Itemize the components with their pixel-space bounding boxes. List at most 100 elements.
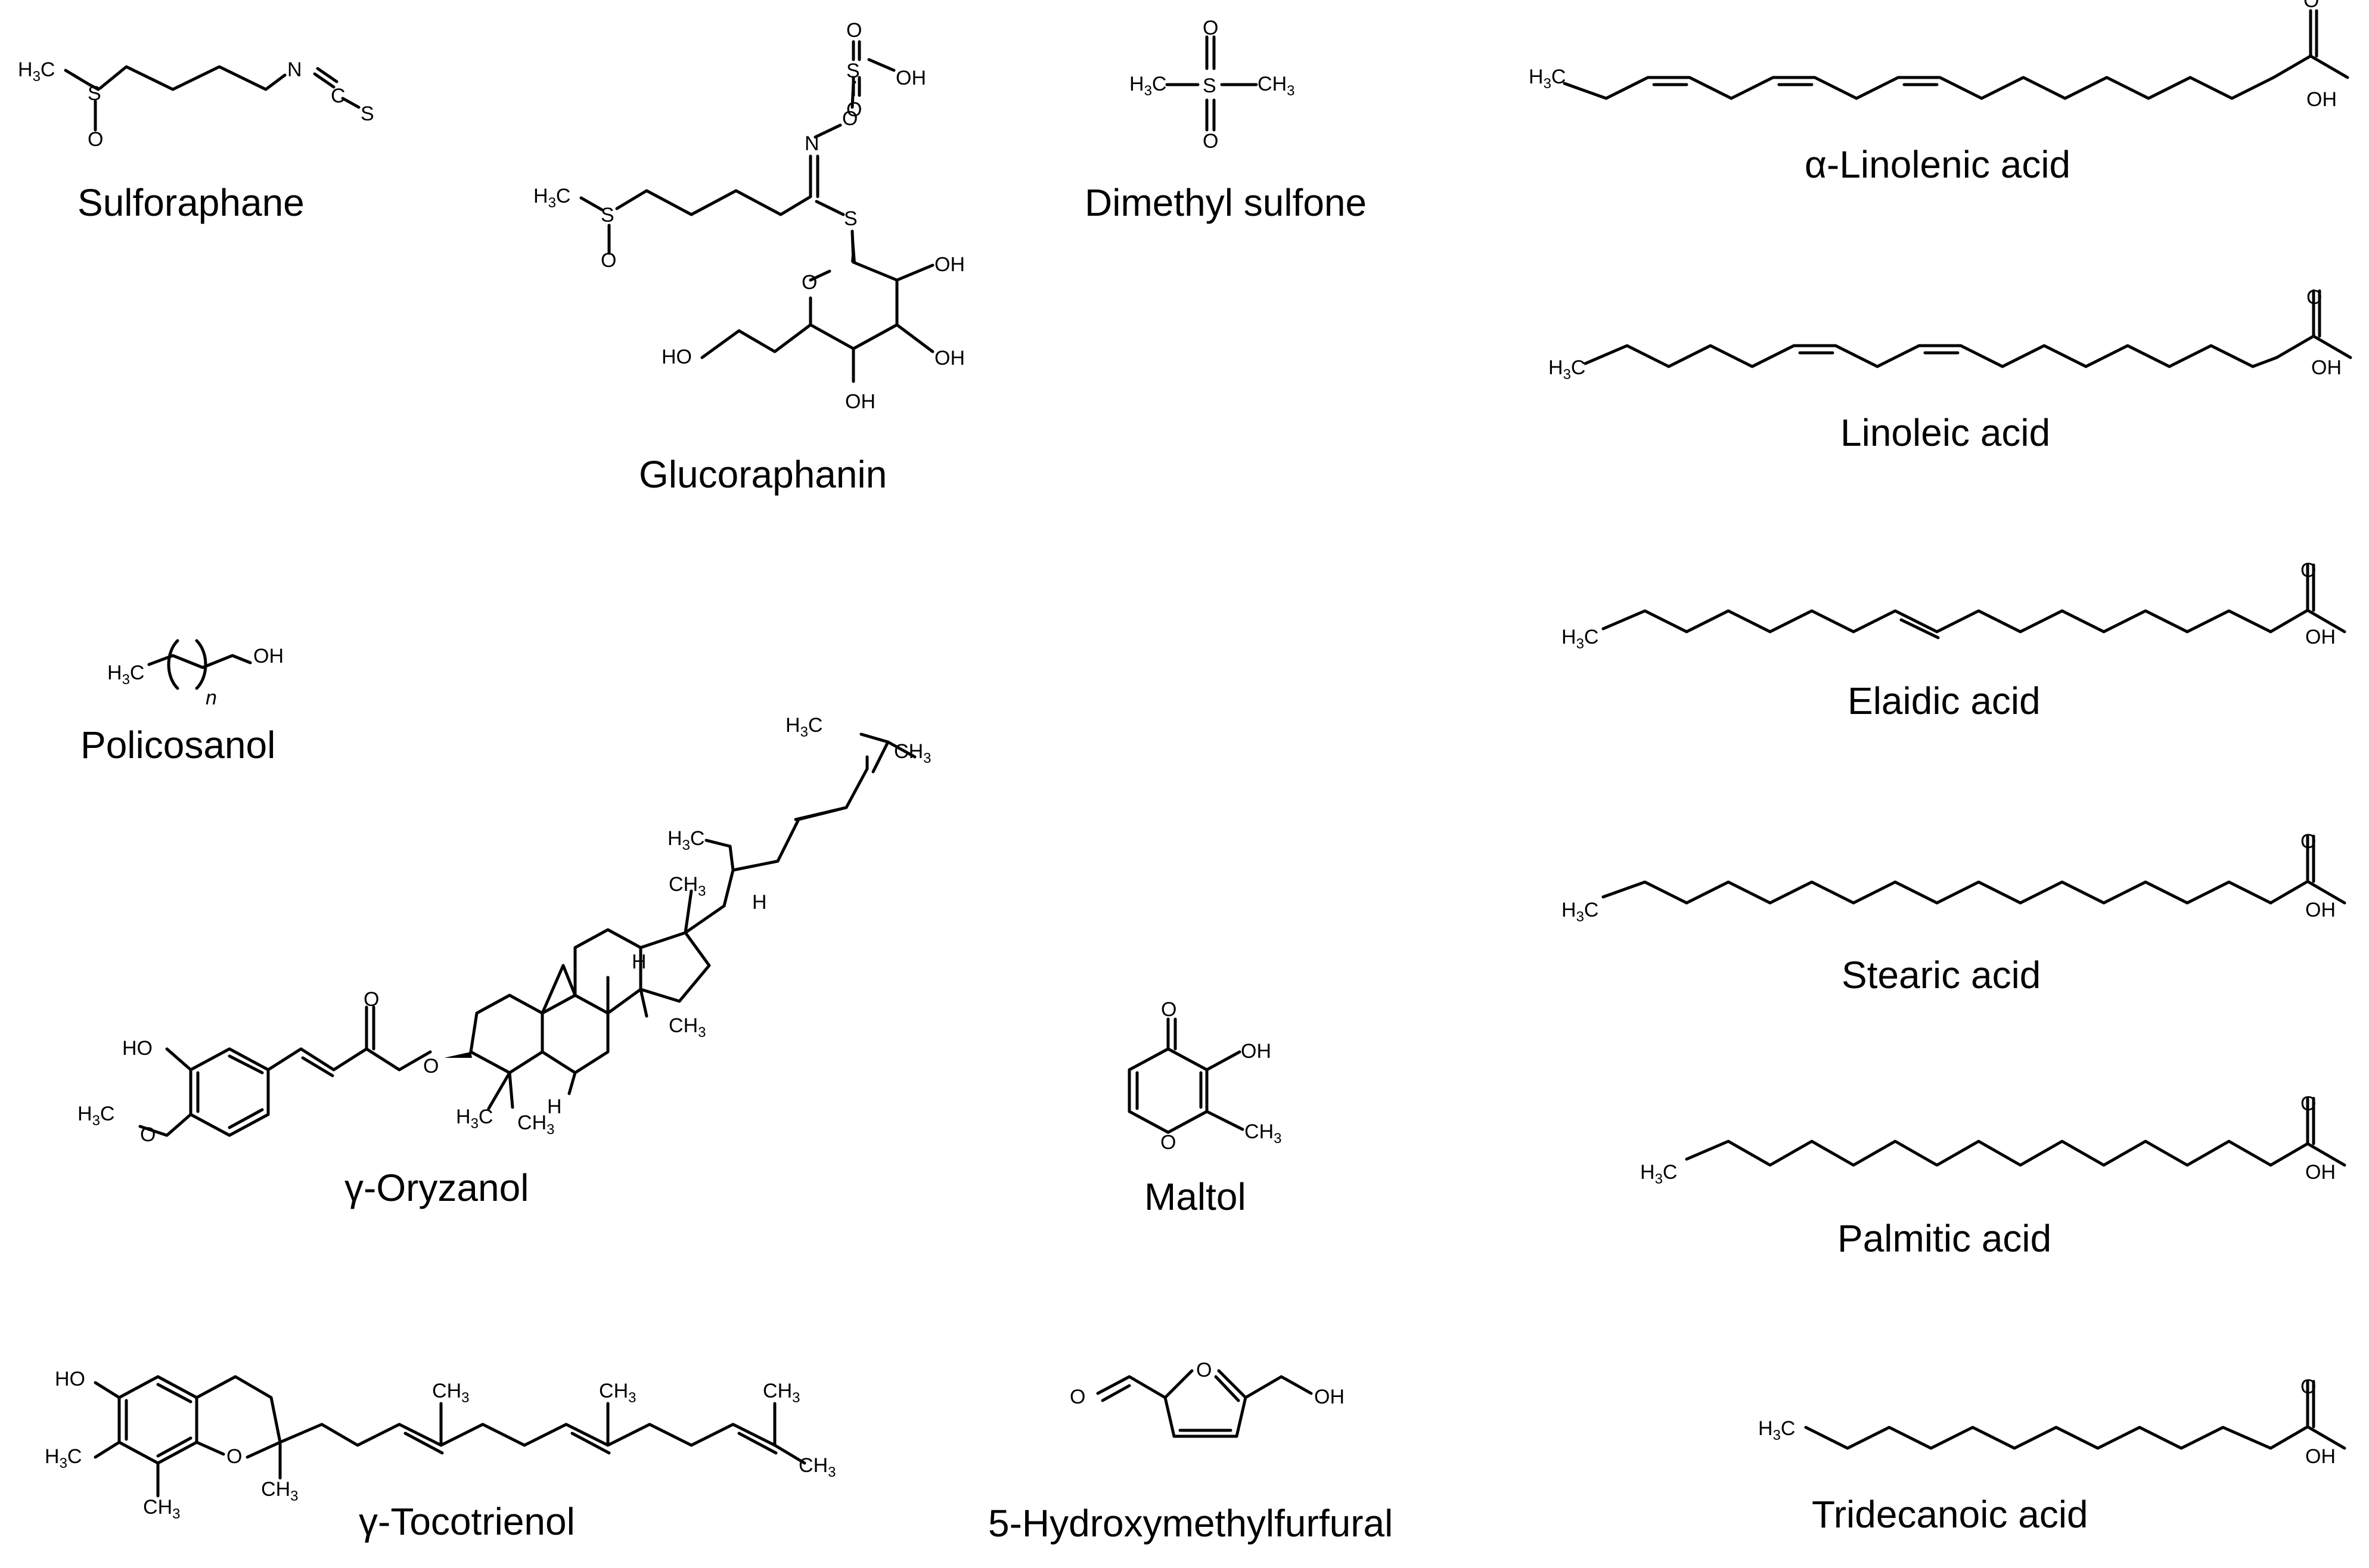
hmf-oh: OH <box>1314 1386 1345 1408</box>
stearic-methyl: H3C <box>1561 899 1598 925</box>
glucoraphanin-o-ring: O <box>802 271 817 294</box>
elaidic-methyl: H3C <box>1561 626 1598 652</box>
sulforaphane-c: C <box>331 85 346 107</box>
tocotrienol-methyl-c: CH3 <box>261 1478 298 1504</box>
caption-gamma-oryzanol: γ-Oryzanol <box>344 1166 529 1209</box>
glucoraphanin-o-n: O <box>842 107 858 130</box>
oryzanol-methyl-a: H3C <box>456 1106 493 1132</box>
glucoraphanin-s-sulfate: S <box>846 60 860 82</box>
oryzanol-methyl-b: CH3 <box>517 1111 554 1138</box>
stearic-acid-structure: H3C O OH Stearic acid <box>1561 830 2345 996</box>
caption-sulforaphane: Sulforaphane <box>77 181 305 224</box>
glucoraphanin-s-glycosidic: S <box>844 207 858 230</box>
oryzanol-methyl-f: H3C <box>785 714 822 740</box>
oryzanol-methoxy-o: O <box>140 1123 156 1146</box>
elaidic-acid-structure: H3C O OH Stearic acid Elaidic acid <box>1561 559 2345 722</box>
tridecanoic-acid-structure: H3C O OH Tridecanoic acid <box>1758 1376 2345 1536</box>
oryzanol-h-b: H <box>632 951 647 973</box>
glucoraphanin-oh-1: OH <box>934 253 965 276</box>
dms-o-top: O <box>1203 17 1218 39</box>
caption-stearic-acid: Stearic acid <box>1842 954 2041 996</box>
oryzanol-ester-o: O <box>423 1055 439 1078</box>
oryzanol-h-a: H <box>547 1095 562 1118</box>
caption-gamma-tocotrienol: γ-Tocotrienol <box>359 1500 575 1543</box>
hmf-structure: O O OH 5-Hydroxymethylfurfural <box>988 1359 1393 1545</box>
maltol-o-ring: O <box>1160 1131 1176 1154</box>
maltol-o-carbonyl: O <box>1161 998 1176 1021</box>
glucoraphanin-methyl: H3C <box>533 185 570 211</box>
policosanol-structure: H3C OH n Policosanol <box>80 639 284 766</box>
stearic-o: O <box>2300 830 2316 853</box>
oryzanol-methyl-c: CH3 <box>669 873 706 899</box>
glucoraphanin-n: N <box>805 132 819 155</box>
oryzanol-methyl-e: H3C <box>667 827 704 853</box>
palmitic-oh: OH <box>2305 1161 2336 1184</box>
glucoraphanin-o-bottom: O <box>846 98 862 121</box>
glucoraphanin-oh-sulfate: OH <box>896 67 926 89</box>
policosanol-methyl: H3C <box>107 662 144 688</box>
tocotrienol-methyl-e: CH3 <box>599 1380 636 1406</box>
tocotrienol-methyl-d: CH3 <box>432 1380 469 1406</box>
oryzanol-methyl-d: CH3 <box>669 1014 706 1041</box>
oryzanol-h-c: H <box>752 891 767 914</box>
glucoraphanin-s: S <box>601 204 614 226</box>
glucoraphanin-structure: H3C S O N O S O O OH S O OH OH OH HO Glu… <box>533 19 965 496</box>
tocotrienol-methyl-a: H3C <box>45 1445 82 1471</box>
tocotrienol-methyl-g: CH3 <box>799 1454 836 1480</box>
tridecanoic-methyl: H3C <box>1758 1417 1795 1443</box>
dms-s: S <box>1203 74 1216 97</box>
maltol-structure: O OH O CH3 Maltol <box>1128 998 1281 1218</box>
caption-palmitic-acid: Palmitic acid <box>1837 1217 2051 1260</box>
caption-glucoraphanin: Glucoraphanin <box>639 453 887 496</box>
stearic-oh: OH <box>2305 899 2336 921</box>
sulforaphane-s2: S <box>361 103 374 125</box>
oryzanol-carbonyl-o: O <box>364 988 379 1011</box>
glucoraphanin-o-top: O <box>846 19 862 42</box>
alpha-linolenic-acid-structure: H3C O OH α-Linolenic acid <box>1529 0 2348 186</box>
caption-elaidic-acid-visible: Elaidic acid <box>1848 679 2041 722</box>
tocotrienol-ho: HO <box>55 1368 85 1390</box>
linoleic-acid-structure: H3C O OH Linoleic acid <box>1548 286 2351 454</box>
sulforaphane-methyl: H3C <box>18 58 55 85</box>
glucoraphanin-oh-2: OH <box>934 347 965 370</box>
elaidic-oh: OH <box>2305 626 2336 648</box>
dimethyl-sulfone-structure: H3C S CH3 O O Dimethyl sulfone <box>1085 17 1367 224</box>
policosanol-oh: OH <box>253 645 284 667</box>
ala-o: O <box>2303 0 2319 12</box>
caption-tridecanoic-acid: Tridecanoic acid <box>1812 1493 2088 1536</box>
sulforaphane-s: S <box>88 82 101 105</box>
linoleic-methyl: H3C <box>1548 356 1585 383</box>
linoleic-o: O <box>2306 286 2322 309</box>
caption-alpha-linolenic-acid: α-Linolenic acid <box>1805 143 2070 186</box>
oryzanol-methyl-g: CH3 <box>894 740 931 766</box>
gamma-tocotrienol-structure: HO H3C CH3 O CH3 CH3 CH3 CH3 CH3 γ-Tocot… <box>45 1368 836 1543</box>
dms-methyl-2: CH3 <box>1258 73 1294 99</box>
tridecanoic-oh: OH <box>2305 1445 2336 1468</box>
palmitic-acid-structure: H3C O OH Palmitic acid <box>1640 1092 2345 1260</box>
linoleic-oh: OH <box>2311 356 2342 379</box>
sulforaphane-n: N <box>287 58 302 81</box>
hmf-o-aldehyde: O <box>1070 1386 1085 1408</box>
caption-policosanol: Policosanol <box>80 724 275 766</box>
caption-maltol: Maltol <box>1144 1175 1246 1218</box>
policosanol-n: n <box>206 687 217 709</box>
caption-hmf: 5-Hydroxymethylfurfural <box>988 1502 1393 1545</box>
gamma-oryzanol-structure: HO H3C O O O H3C CH3 H H CH3 CH3 H H3C H… <box>77 714 931 1209</box>
oryzanol-methoxy-methyl: H3C <box>77 1103 114 1129</box>
elaidic-o: O <box>2300 559 2316 582</box>
ala-methyl: H3C <box>1529 66 1566 92</box>
sulforaphane-o: O <box>88 128 103 151</box>
hmf-o-ring: O <box>1196 1359 1212 1381</box>
maltol-oh: OH <box>1241 1040 1271 1063</box>
palmitic-o: O <box>2300 1092 2316 1115</box>
tocotrienol-o: O <box>226 1445 242 1468</box>
tocotrienol-methyl-b: CH3 <box>143 1496 180 1522</box>
oryzanol-ho: HO <box>122 1037 153 1060</box>
glucoraphanin-o: O <box>601 249 616 272</box>
palmitic-methyl: H3C <box>1640 1161 1677 1187</box>
maltol-methyl: CH3 <box>1244 1120 1281 1147</box>
caption-linoleic-acid: Linoleic acid <box>1840 411 2050 454</box>
ala-oh: OH <box>2306 88 2337 111</box>
tridecanoic-o: O <box>2300 1376 2316 1398</box>
